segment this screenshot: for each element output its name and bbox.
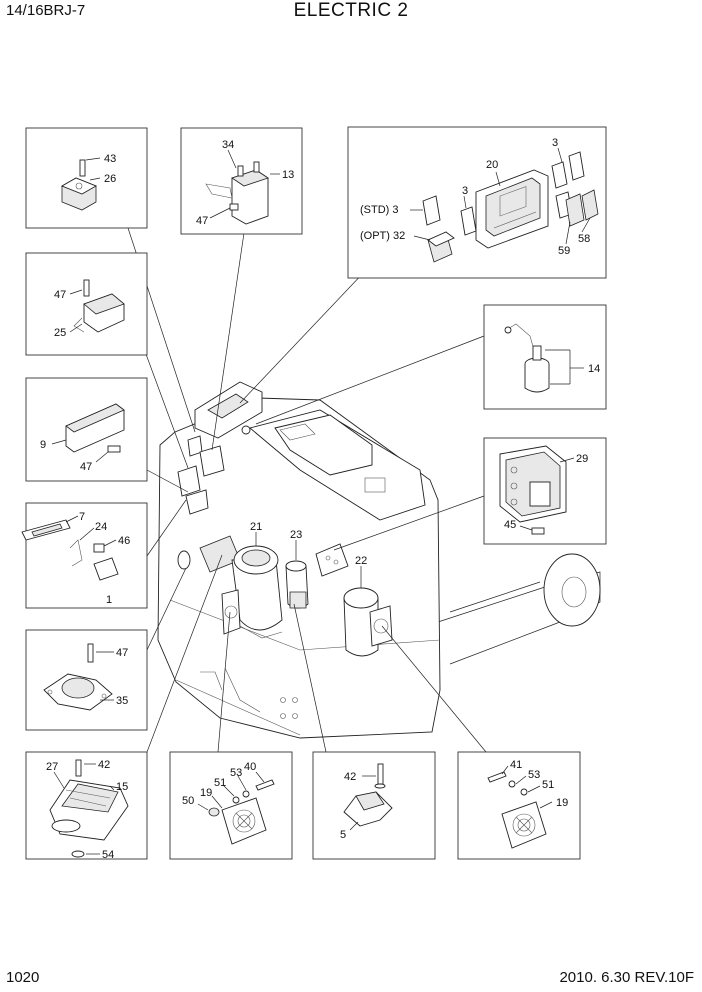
label-25: 25 <box>54 327 66 339</box>
pump-motor <box>343 587 393 657</box>
label-22: 22 <box>355 555 367 567</box>
label-42: 42 <box>98 759 110 771</box>
label-23: 23 <box>290 529 302 541</box>
label-3-top: 3 <box>552 137 558 149</box>
panel-p2: 34 13 47 <box>180 127 303 235</box>
model-number: 14/16BRJ-7 <box>6 2 86 19</box>
panel-p4: 47 25 <box>25 252 148 356</box>
label-51: 51 <box>214 777 226 789</box>
label-26: 26 <box>104 173 116 185</box>
label-opt-32: (OPT) 32 <box>360 230 405 242</box>
label-5: 5 <box>340 829 346 841</box>
label-41: 41 <box>510 759 522 771</box>
label-13: 13 <box>282 169 294 181</box>
label-47: 47 <box>196 215 208 227</box>
label-40: 40 <box>244 761 256 773</box>
panel-p6: 9 47 <box>25 377 148 482</box>
label-19: 19 <box>200 787 212 799</box>
leader-lines <box>127 227 487 753</box>
label-14: 14 <box>588 363 600 375</box>
label-35: 35 <box>116 695 128 707</box>
label-47: 47 <box>116 647 128 659</box>
panel-p12: 42 5 <box>312 751 436 860</box>
page-number: 1020 <box>6 969 40 986</box>
label-47: 47 <box>54 289 66 301</box>
label-1: 1 <box>106 594 112 606</box>
label-9: 9 <box>40 439 46 451</box>
page-title: ELECTRIC 2 <box>293 0 409 21</box>
load-wheel <box>543 553 601 627</box>
panel-p7: 29 45 <box>483 437 607 545</box>
label-59: 59 <box>558 245 570 257</box>
label-3-mid: 3 <box>462 185 468 197</box>
label-46: 46 <box>118 535 130 547</box>
panel-p11: 40 53 51 19 50 <box>169 751 293 860</box>
revision-date: 2010. 6.30 REV.10F <box>559 969 694 986</box>
label-53: 53 <box>528 769 540 781</box>
label-42: 42 <box>344 771 356 783</box>
label-7: 7 <box>79 511 85 523</box>
label-51: 51 <box>542 779 554 791</box>
panel-p5: 14 <box>483 304 607 410</box>
label-47: 47 <box>80 461 92 473</box>
label-58: 58 <box>578 233 590 245</box>
label-27: 27 <box>46 761 58 773</box>
label-54: 54 <box>102 849 114 861</box>
label-15: 15 <box>116 781 128 793</box>
panel-p13: 41 53 51 19 <box>457 751 581 860</box>
panel-p1: 43 26 <box>25 127 148 229</box>
label-45: 45 <box>504 519 516 531</box>
capacitor <box>285 560 309 609</box>
battery-cover <box>274 414 373 476</box>
panel-p10: 27 42 15 54 <box>25 751 148 861</box>
panel-p3: 20 3 3 (STD) 3 (OPT) 32 59 58 <box>347 126 607 279</box>
label-43: 43 <box>104 153 116 165</box>
label-29: 29 <box>576 453 588 465</box>
label-24: 24 <box>95 521 107 533</box>
label-53: 53 <box>230 767 242 779</box>
label-34: 34 <box>222 139 234 151</box>
main-callouts: 21 23 22 <box>250 521 367 588</box>
truck-body <box>157 381 601 739</box>
label-50: 50 <box>182 795 194 807</box>
label-21: 21 <box>250 521 262 533</box>
label-std-3: (STD) 3 <box>360 204 399 216</box>
panel-p9: 47 35 <box>25 629 148 731</box>
label-19: 19 <box>556 797 568 809</box>
drive-motor <box>221 545 283 639</box>
label-20: 20 <box>486 159 498 171</box>
panel-p8: 7 24 46 1 <box>21 502 148 609</box>
